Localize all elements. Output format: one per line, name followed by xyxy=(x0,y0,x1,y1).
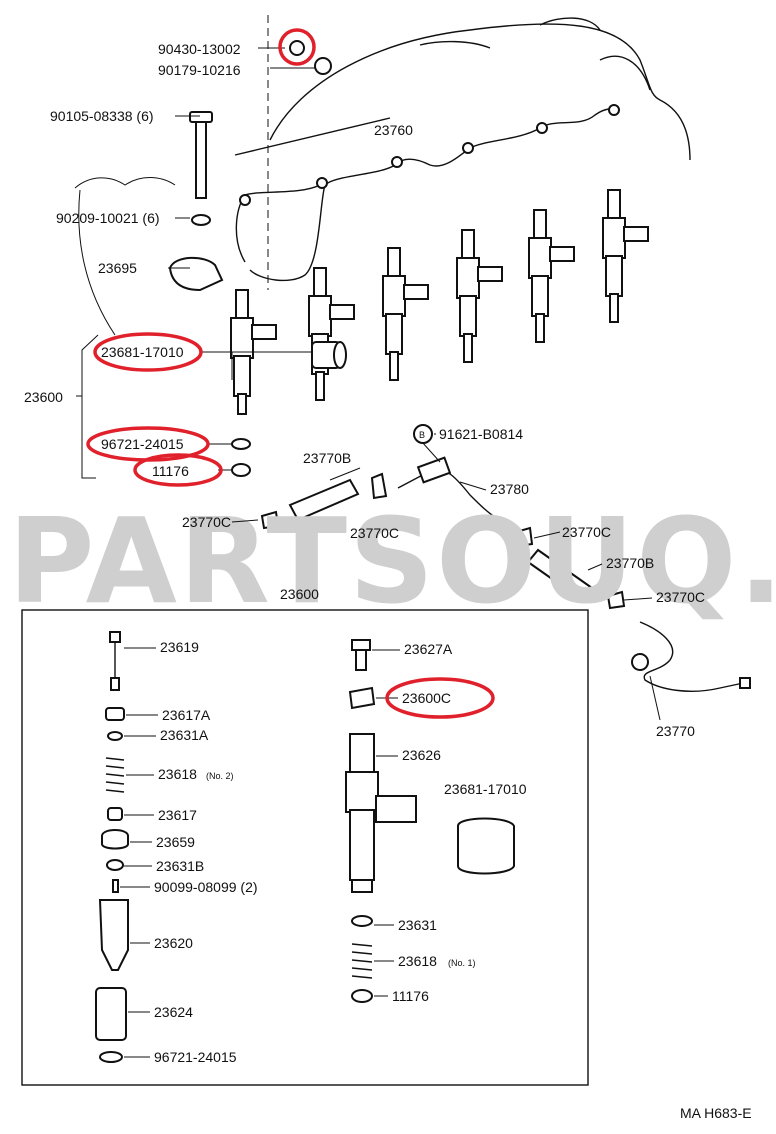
highlight-23600c xyxy=(385,677,495,719)
label-23617: 23617 xyxy=(158,807,197,823)
nozzle-sleeve-top xyxy=(311,341,347,369)
box-left-parts xyxy=(95,631,129,1063)
injector-row xyxy=(230,189,649,415)
overflow-pipe xyxy=(631,621,751,692)
label-23600-left: 23600 xyxy=(24,389,63,405)
box-leader-lines xyxy=(120,647,400,1058)
label-90099: 90099-08099 (2) xyxy=(154,879,258,895)
label-11176-top: 11176 xyxy=(152,463,189,479)
highlights xyxy=(86,28,495,719)
label-90209: 90209-10021 (6) xyxy=(56,210,160,226)
label-23770b-top: 23770B xyxy=(303,450,351,466)
label-11176-box: 11176 xyxy=(392,988,429,1004)
label-23770b-right: 23770B xyxy=(606,555,654,571)
label-91621: 91621-B0814 xyxy=(439,426,523,442)
callout-b-letter: B xyxy=(419,430,425,440)
label-23770c-d: 23770C xyxy=(656,589,705,605)
label-23619: 23619 xyxy=(160,639,199,655)
box-labels: 23619 23627A 23600C 23617A 23631A 23626 … xyxy=(154,639,527,1065)
footer-code: MA H683-E xyxy=(680,1105,752,1121)
watermark: PARTSOUQ.COM xyxy=(8,492,776,630)
label-96721-top: 96721-24015 xyxy=(101,436,184,452)
highlight-90430 xyxy=(278,28,316,66)
label-23617a: 23617A xyxy=(162,707,211,723)
label-90105: 90105-08338 (6) xyxy=(50,108,154,124)
label-23631b: 23631B xyxy=(156,858,204,874)
label-23631a: 23631A xyxy=(160,727,209,743)
injector-5 xyxy=(528,209,575,343)
label-23780: 23780 xyxy=(490,481,529,497)
label-23770c-b: 23770C xyxy=(350,525,399,541)
label-23760: 23760 xyxy=(374,122,413,138)
label-23681-top: 23681-17010 xyxy=(101,344,184,360)
top-small-parts xyxy=(168,40,332,477)
box-right-parts xyxy=(345,639,515,1003)
label-23620: 23620 xyxy=(154,935,193,951)
label-23618-no2: 23618 xyxy=(158,766,197,782)
injector-1 xyxy=(230,289,277,415)
label-96721-box: 96721-24015 xyxy=(154,1049,237,1065)
label-23770c-c: 23770C xyxy=(562,524,611,540)
label-23631: 23631 xyxy=(398,917,437,933)
label-23626: 23626 xyxy=(402,747,441,763)
top-leader-lines xyxy=(208,433,661,721)
label-23618-no1: 23618 xyxy=(398,953,437,969)
label-90430: 90430-13002 xyxy=(158,41,241,57)
label-23624: 23624 xyxy=(154,1004,193,1020)
injector-4 xyxy=(456,229,503,363)
label-23618-no2-note: (No. 2) xyxy=(206,771,234,781)
injector-6 xyxy=(602,189,649,323)
assembly-box xyxy=(21,609,589,1086)
label-23600-box: 23600 xyxy=(280,586,319,602)
label-23627a: 23627A xyxy=(404,641,453,657)
label-23618-no1-note: (No. 1) xyxy=(448,958,476,968)
label-23600c: 23600C xyxy=(402,690,451,706)
highlight-23681-top xyxy=(93,332,203,372)
label-23681-box: 23681-17010 xyxy=(444,781,527,797)
engine-outline xyxy=(74,15,691,336)
label-90179: 90179-10216 xyxy=(158,62,241,78)
label-23659: 23659 xyxy=(156,834,195,850)
injector-3 xyxy=(382,247,429,381)
assembly-bracket xyxy=(76,47,315,479)
top-labels: 90430-13002 90179-10216 90105-08338 (6) … xyxy=(24,41,705,739)
fuel-return-pipe xyxy=(235,104,620,282)
overflow-hoses xyxy=(260,441,626,610)
label-23770: 23770 xyxy=(656,723,695,739)
injector-2 xyxy=(308,267,355,401)
highlight-11176-top xyxy=(133,453,223,487)
label-23695: 23695 xyxy=(98,260,137,276)
callout-b-marker xyxy=(413,424,433,444)
label-23770c-a: 23770C xyxy=(182,514,231,530)
